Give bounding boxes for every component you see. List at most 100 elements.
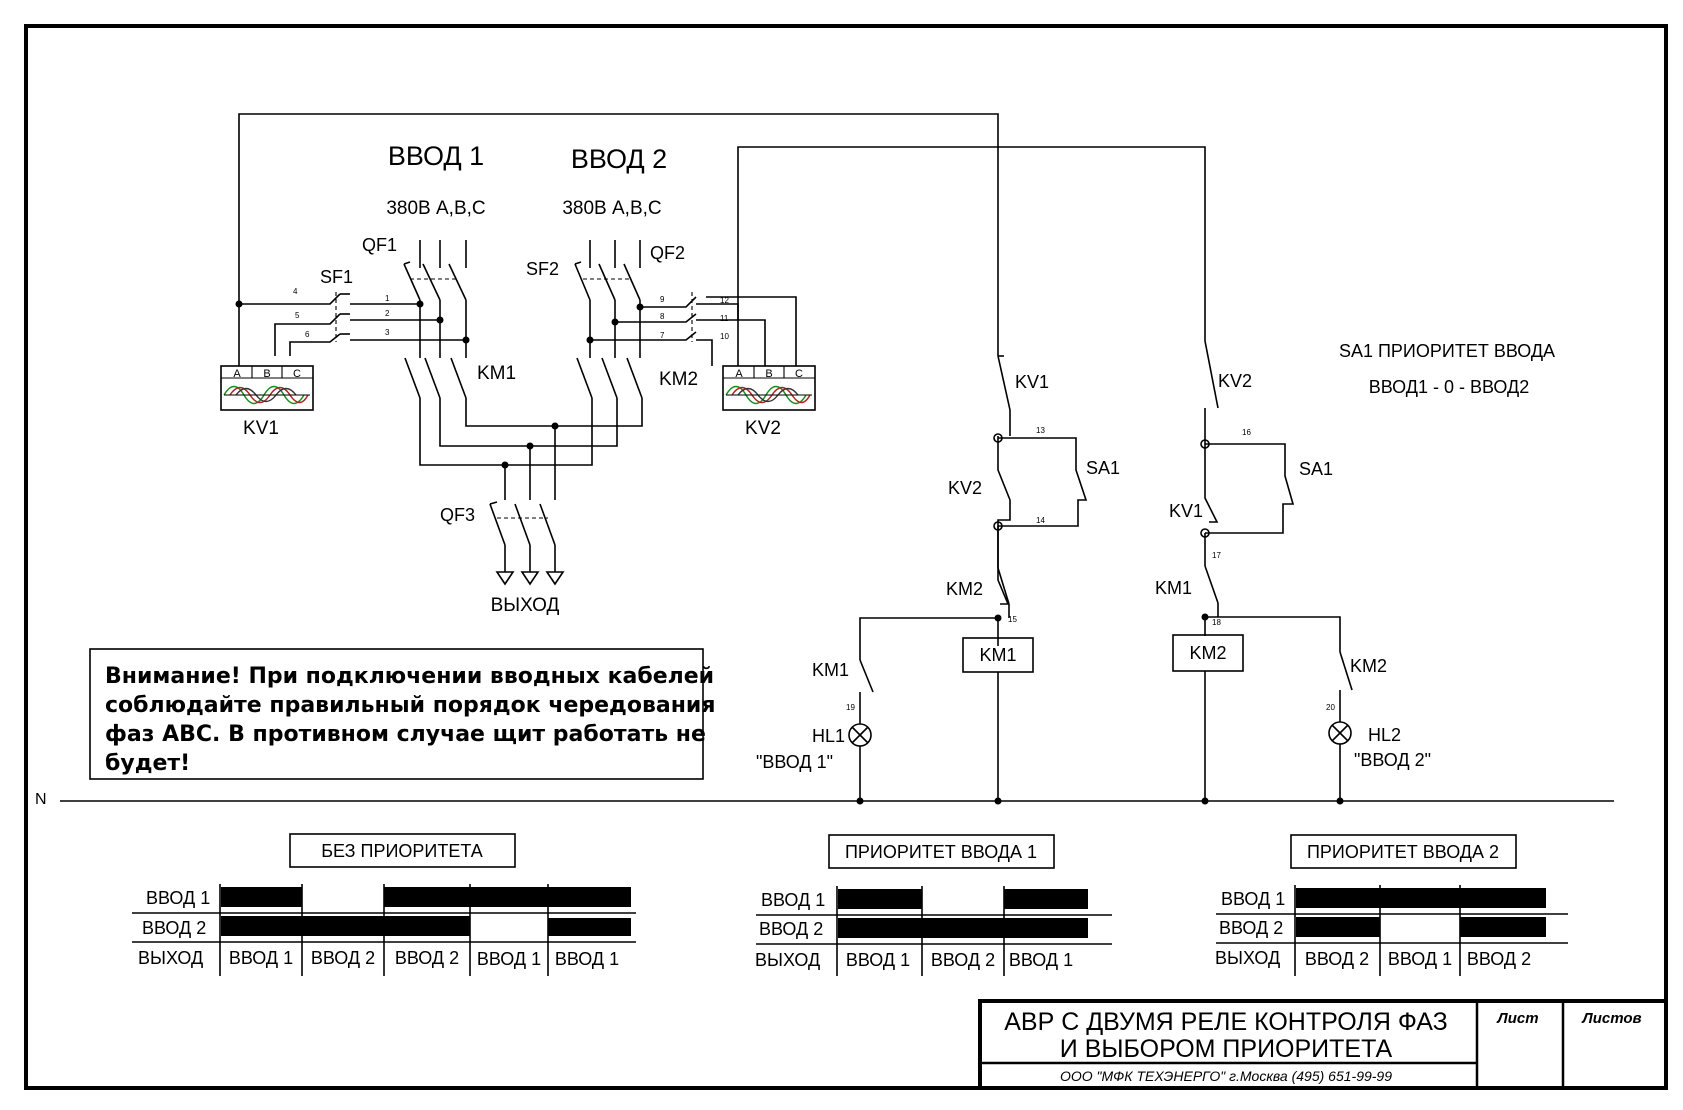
input1-title: ВВОД 1 <box>388 141 484 171</box>
timing-no-priority-out-2: ВВОД 2 <box>311 948 375 968</box>
hl2-caption: "ВВОД 2" <box>1354 750 1431 770</box>
wire-number-2: 2 <box>385 309 390 318</box>
km1-power-label: KM1 <box>477 363 516 384</box>
sheets-label: Листов <box>1581 1010 1641 1027</box>
wire-number-8: 8 <box>660 312 665 321</box>
timing-priority1-row-in2: ВВОД 2 <box>759 919 823 939</box>
wire-number-13: 13 <box>1036 426 1045 435</box>
km2-coil-label: KM2 <box>1189 643 1226 663</box>
timing-no-priority-out-3: ВВОД 2 <box>395 948 459 968</box>
kv1-contact-b-label: KV1 <box>1169 501 1203 521</box>
wire-number-20: 20 <box>1326 703 1335 712</box>
sf2-label: SF2 <box>526 259 559 279</box>
km1-coil-label: KM1 <box>979 645 1016 665</box>
title-block: АВР С ДВУМЯ РЕЛЕ КОНТРОЛЯ ФАЗ И ВЫБОРОМ … <box>978 999 1668 1090</box>
sf2-breaker <box>590 292 797 366</box>
kv1-phase-a: A <box>233 368 241 380</box>
kv2-relay-label: KV2 <box>745 418 781 439</box>
qf3-label: QF3 <box>440 505 475 525</box>
timing-priority2-out-2: ВВОД 1 <box>1388 949 1452 969</box>
km1-contact-b-label: KM1 <box>1155 578 1192 598</box>
wire-number-7: 7 <box>660 331 665 340</box>
hl2-label: HL2 <box>1368 725 1401 745</box>
timing-priority1-row-in1: ВВОД 1 <box>761 890 825 910</box>
timing-no-priority: БЕЗ ПРИОРИТЕТА ВВОД 1 ВВОД 2 ВЫХОД ВВОД … <box>132 833 636 976</box>
wire-number-6: 6 <box>305 330 310 339</box>
hl2-lamp-icon <box>1328 721 1352 745</box>
kv2-contact-label: KV2 <box>948 478 982 498</box>
qf3-breaker <box>489 501 565 586</box>
timing-priority1-out-1: ВВОД 1 <box>846 950 910 970</box>
wire-number-15: 15 <box>1008 615 1017 624</box>
drawing-frame <box>24 24 1668 1090</box>
priority-positions: ВВОД1 - 0 - ВВОД2 <box>1369 377 1529 397</box>
wire-number-17: 17 <box>1212 551 1221 560</box>
timing-priority2-row-in1: ВВОД 1 <box>1221 889 1285 909</box>
power-circuit: ВВОД 1 ВВОД 2 380В А,В,С 380В А,В,С QF1 … <box>220 113 1206 616</box>
kv1-phase-relay: A B C <box>220 304 314 411</box>
kv1-relay-label: KV1 <box>243 418 279 439</box>
wire-number-11: 11 <box>720 314 729 323</box>
timing-priority2-out-1: ВВОД 2 <box>1305 949 1369 969</box>
wire-number-1: 1 <box>385 294 390 303</box>
kv2-phase-c: C <box>795 368 803 380</box>
wire-number-3: 3 <box>385 328 390 337</box>
kv2-phase-b: B <box>765 368 772 380</box>
timing-priority2-title: ПРИОРИТЕТ ВВОДА 2 <box>1307 842 1499 862</box>
timing-priority2-out-3: ВВОД 2 <box>1467 949 1531 969</box>
qf1-label: QF1 <box>362 235 397 255</box>
timing-no-priority-out-5: ВВОД 1 <box>555 949 619 969</box>
timing-no-priority-out-4: ВВОД 1 <box>477 949 541 969</box>
wire-number-12: 12 <box>720 296 729 305</box>
timing-no-priority-row-in2: ВВОД 2 <box>142 918 206 938</box>
wire-number-19: 19 <box>846 703 855 712</box>
sa1-contact-2-label: SA1 <box>1299 459 1333 479</box>
timing-no-priority-title: БЕЗ ПРИОРИТЕТА <box>321 841 483 861</box>
qf1-breaker <box>403 240 467 350</box>
km1-contactor <box>404 350 643 466</box>
kv2-contact-b-label: KV2 <box>1218 371 1252 391</box>
hl1-lamp-icon <box>848 723 872 747</box>
sf1-label: SF1 <box>320 267 353 287</box>
kv1-contact-label: KV1 <box>1015 372 1049 392</box>
warning-line-3: фаз АВС. В противном случае щит работать… <box>105 722 706 747</box>
warning-line-4: будет! <box>105 751 190 776</box>
sheet-label: Лист <box>1496 1010 1538 1027</box>
sa1-contact-1-label: SA1 <box>1086 458 1120 478</box>
timing-priority1-out-3: ВВОД 1 <box>1009 950 1073 970</box>
control-circuit: SA1 ПРИОРИТЕТ ВВОДА ВВОД1 - 0 - ВВОД2 KV… <box>35 340 1614 808</box>
input1-voltage: 380В А,В,С <box>386 198 485 219</box>
wire-number-16: 16 <box>1242 428 1251 437</box>
input2-title: ВВОД 2 <box>571 144 667 174</box>
kv1-phase-b: B <box>263 368 270 380</box>
wire-number-14: 14 <box>1036 516 1045 525</box>
title-line-2: И ВЫБОРОМ ПРИОРИТЕТА <box>1060 1035 1393 1063</box>
warning-box: Внимание! При подключении вводных кабеле… <box>89 648 715 780</box>
km2-power-label: KM2 <box>659 369 698 390</box>
timing-no-priority-row-in1: ВВОД 1 <box>146 888 210 908</box>
priority-title: SA1 ПРИОРИТЕТ ВВОДА <box>1339 341 1555 361</box>
wire-number-4: 4 <box>293 287 298 296</box>
timing-priority1-out-2: ВВОД 2 <box>931 950 995 970</box>
km2-coil <box>1172 634 1244 672</box>
qf2-label: QF2 <box>650 243 685 263</box>
output-label: ВЫХОД <box>491 595 560 616</box>
timing-priority-2: ПРИОРИТЕТ ВВОДА 2 ВВОД 1 ВВОД 2 ВЫХОД ВВ… <box>1215 834 1568 976</box>
warning-line-1: Внимание! При подключении вводных кабеле… <box>105 664 714 689</box>
warning-line-2: соблюдайте правильный порядок чередовани… <box>105 693 715 718</box>
wire-number-10: 10 <box>720 332 729 341</box>
wire-number-18: 18 <box>1212 618 1221 627</box>
hl1-caption: "ВВОД 1" <box>756 752 833 772</box>
kv1-phase-c: C <box>293 368 301 380</box>
neutral-label: N <box>35 791 47 808</box>
hl1-label: HL1 <box>812 726 845 746</box>
kv2-phase-relay: A B C <box>722 365 816 411</box>
kv2-phase-a: A <box>735 368 743 380</box>
timing-no-priority-out-1: ВВОД 1 <box>229 948 293 968</box>
title-line-1: АВР С ДВУМЯ РЕЛЕ КОНТРОЛЯ ФАЗ <box>1004 1008 1448 1036</box>
km2-contact-label: KM2 <box>946 579 983 599</box>
timing-priority1-row-out: ВЫХОД <box>755 950 820 970</box>
sf1-breaker <box>239 292 466 356</box>
timing-priority-1: ПРИОРИТЕТ ВВОДА 1 ВВОД 1 ВВОД 2 ВЫХОД ВВ… <box>755 834 1112 976</box>
